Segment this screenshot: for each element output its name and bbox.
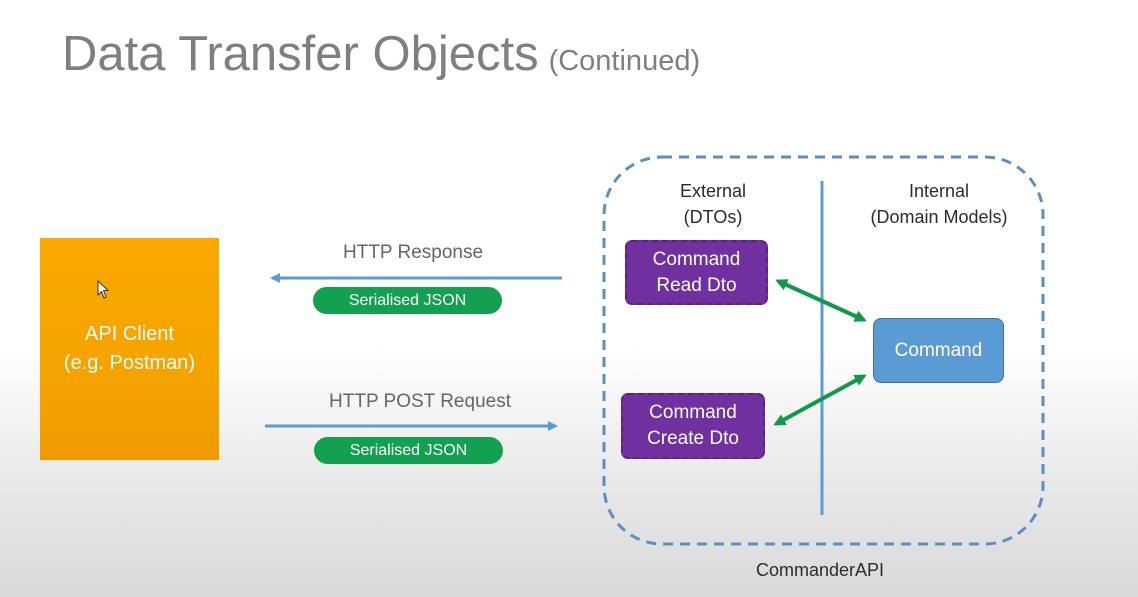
internal-region-label: Internal (Domain Models) [870,178,1007,230]
external-region-label: External (DTOs) [680,178,746,230]
internal-title: Internal [908,181,970,201]
http-response-label: HTTP Response [342,242,484,263]
api-client-box: API Client (e.g. Postman) [40,238,219,460]
command-domain-model-box: Command [873,318,1004,383]
title-sub: (Continued) [548,45,701,77]
response-payload-badge: Serialised JSON [313,287,502,314]
command-create-dto-box: Command Create Dto [621,393,765,459]
create-dto-line1: Command [649,402,737,423]
internal-subtitle: (Domain Models) [870,207,1008,227]
api-client-example: (e.g. Postman) [63,352,196,374]
request-payload-badge: Serialised JSON [314,437,503,464]
http-request-label: HTTP POST Request [329,391,511,412]
external-title: External [679,181,747,201]
create-dto-mapping-arrow [773,374,867,426]
read-dto-line1: Command [652,248,741,270]
external-subtitle: (DTOs) [683,207,743,227]
api-boundary [602,155,1045,546]
read-dto-line2: Read Dto [656,274,737,296]
create-dto-line2: Create Dto [647,428,739,449]
api-client-label: API Client [85,323,174,345]
slide-title: Data Transfer Objects (Continued) [62,26,700,82]
commander-api-label: CommanderAPI [755,560,885,580]
read-dto-mapping-arrow [775,279,867,322]
title-main: Data Transfer Objects [62,27,539,81]
mouse-pointer-icon [97,280,110,299]
command-read-dto-box: Command Read Dto [625,240,768,305]
